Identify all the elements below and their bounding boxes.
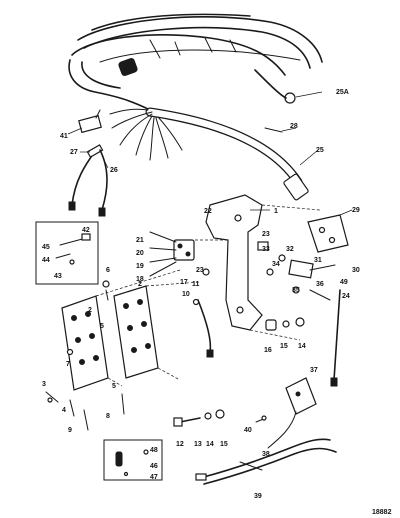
label-27: 27 [70,149,78,156]
label-23-mid: 23 [196,267,204,274]
terminal-block-18 [149,231,210,277]
label-35: 35 [292,287,300,294]
label-42: 42 [82,227,90,234]
figure-number: 18882 [372,509,392,516]
label-2-left: 2 [88,307,92,314]
label-31: 31 [314,257,322,264]
hardware-12-15 [173,409,267,427]
label-18: 18 [136,276,144,283]
label-4: 4 [62,407,66,414]
label-23-top: 23 [262,231,270,238]
label-13: 13 [194,441,202,448]
label-47: 47 [150,474,158,481]
lead-27 [68,144,109,217]
label-7: 7 [66,361,70,368]
label-41: 41 [60,133,68,140]
label-32: 32 [286,246,294,253]
label-17: 17 [180,279,188,286]
label-38: 38 [262,451,270,458]
label-39: 39 [254,493,262,500]
label-3: 3 [42,381,46,388]
dashed-alignment-lines [95,269,201,387]
label-25: 25 [316,147,324,154]
label-6: 6 [106,267,110,274]
hardware-32-36 [257,241,336,301]
label-46: 46 [150,463,158,470]
label-29: 29 [352,207,360,214]
label-5-upper: 5 [100,323,104,330]
module-37 [267,377,317,449]
label-44: 44 [42,257,50,264]
hardware-14-16 [265,317,305,331]
label-24: 24 [342,293,350,300]
label-1: 1 [274,208,278,215]
label-20: 20 [136,250,144,257]
switch-box-2-right [113,285,159,379]
ground-strap-24 [330,289,341,387]
label-28: 28 [290,123,298,130]
switch-box-29 [307,209,353,253]
part-number-labels: 25A 28 25 41 27 26 22 1 29 21 20 19 18 2… [42,89,392,516]
label-33: 33 [262,246,270,253]
label-10: 10 [182,291,190,298]
switch-box-2-left [61,295,109,391]
inset-46-48 [103,439,163,481]
label-45: 45 [42,244,50,251]
label-25A: 25A [336,89,349,96]
label-21: 21 [136,237,144,244]
main-wiring-harness [68,13,323,201]
label-48: 48 [150,447,158,454]
label-14-upper: 14 [298,343,306,350]
label-43: 43 [54,273,62,280]
label-19: 19 [136,263,144,270]
label-12: 12 [176,441,184,448]
lead-10-11 [192,298,214,358]
harness-38-39 [195,438,337,485]
label-14-lower: 14 [206,441,214,448]
label-26: 26 [110,167,118,174]
label-49: 49 [340,279,348,286]
label-15-lower: 15 [220,441,228,448]
inset-42-45 [35,221,99,285]
label-40: 40 [244,427,252,434]
label-8: 8 [106,413,110,420]
label-16: 16 [264,347,272,354]
label-36: 36 [316,281,324,288]
label-15-upper: 15 [280,343,288,350]
label-2-right: 2 [138,281,142,288]
label-11: 11 [192,281,200,288]
label-5-lower: 5 [112,383,116,390]
label-34: 34 [272,261,280,268]
label-37: 37 [310,367,318,374]
label-22: 22 [204,208,212,215]
mounting-bracket-1 [180,194,321,341]
label-9: 9 [68,427,72,434]
hardware-left [45,280,125,431]
label-30: 30 [352,267,360,274]
connector-41 [67,109,102,135]
